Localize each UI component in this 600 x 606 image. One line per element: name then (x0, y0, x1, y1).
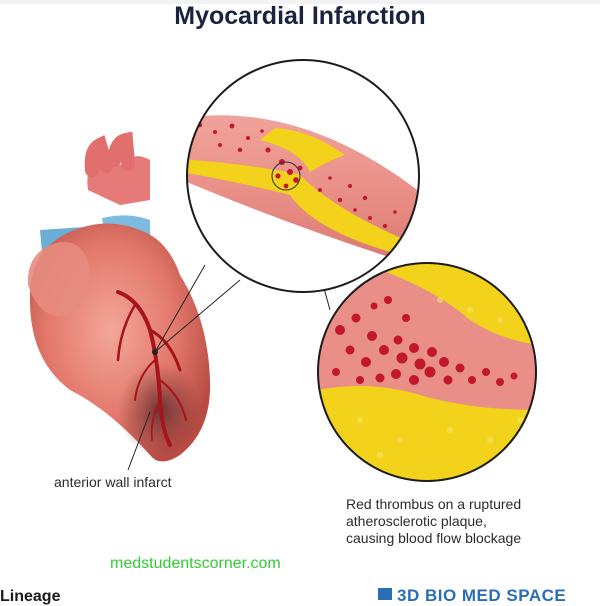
aorta-branches (84, 131, 135, 177)
brand-text: 3D BIO MED SPACE (397, 586, 567, 605)
thrombus-magnified (317, 262, 537, 482)
brand-logo-icon (378, 588, 392, 600)
thrombus-label-line2: atherosclerotic plaque, (346, 513, 487, 529)
thrombus-label-line3: causing blood flow blockage (346, 530, 522, 546)
brand: 3D BIO MED SPACE (378, 586, 566, 606)
right-atrium (27, 241, 91, 317)
artery-magnified (186, 59, 420, 293)
watermark: medstudentscorner.com (110, 555, 281, 572)
footer-left-text: Lineage (0, 588, 61, 605)
thrombus-label: Red thrombus on a ruptured atherosclerot… (346, 496, 521, 547)
top-strip (0, 0, 600, 4)
heart (27, 131, 211, 462)
anterior-wall-label: anterior wall infarct (54, 474, 172, 490)
coronary-artery (116, 290, 187, 447)
zoom-focus (271, 161, 301, 191)
thrombus-label-line1: Red thrombus on a ruptured (346, 496, 522, 512)
page-title: Myocardial Infarction (174, 2, 426, 30)
